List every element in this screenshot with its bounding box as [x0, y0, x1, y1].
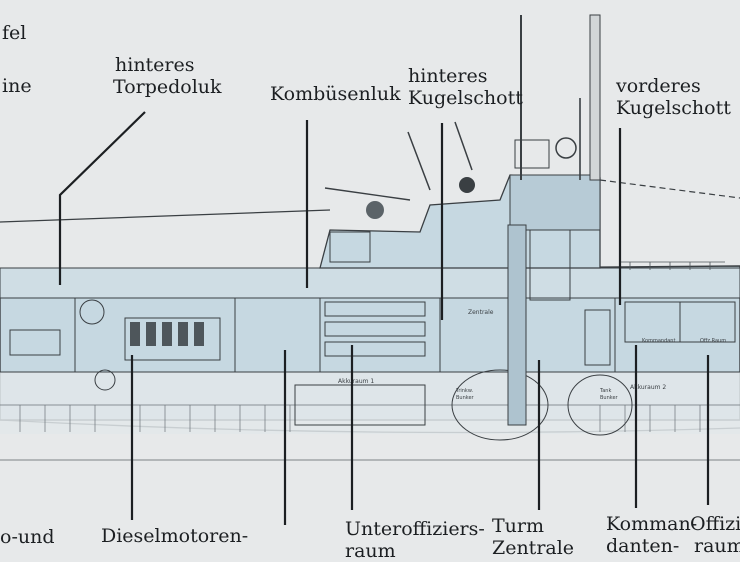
mast-box [514, 139, 550, 169]
kommandant-small-text: Kommandant [642, 338, 675, 344]
aft-gun-mount [366, 201, 384, 219]
label-top-left-1: fel [2, 22, 27, 44]
trinkwasser-text-1: Trinkw. [455, 388, 473, 394]
label-vorderes-kugelschott: vorderes Kugelschott [616, 75, 731, 119]
flak-barrel-2 [454, 121, 473, 171]
label-kommandantenraum: Komman- danten- [606, 513, 698, 557]
zentrale-small-text: Zentrale [468, 309, 494, 316]
frame-ribs [19, 405, 701, 432]
label-dieselmotoren: Dieselmotoren- [101, 525, 249, 547]
label-turm-zentrale: Turm Zentrale [492, 515, 575, 559]
periscope-sky [589, 14, 601, 181]
akkuraum-1-text: Akkuraum 1 [338, 378, 374, 385]
leader-lines [58, 111, 710, 525]
diesel-cylinders [130, 322, 204, 346]
flak-mount [459, 177, 475, 193]
leader-hinteres-torpedoluk [58, 111, 146, 285]
aft-gun-barrel [324, 187, 411, 201]
internal-structure [9, 224, 736, 441]
tank-text-1: Tank [599, 388, 611, 394]
label-top-left-2: ine [2, 75, 32, 97]
offz-small-text: Offz.Raum [700, 338, 726, 344]
label-offiziersraum: Offizi raum [690, 513, 740, 557]
label-hinteres-torpedoluk: hinteres Torpedoluk [113, 54, 222, 98]
direction-finder [555, 137, 577, 159]
jumping-wire [0, 209, 331, 223]
label-bottom-left: o-und [0, 526, 55, 548]
label-kombuesenluk: Kombüsenluk [270, 83, 401, 105]
lower-hull-tanks [0, 372, 740, 434]
tank-text-2: Bunker [600, 395, 619, 401]
deck-railing [620, 261, 725, 270]
flak-barrel-1 [407, 131, 431, 191]
jumping-wire-forward [599, 179, 740, 199]
akkuraum-2-text: Akkuraum 2 [630, 384, 666, 391]
bridge [509, 174, 601, 231]
label-hinteres-kugelschott: hinteres Kugelschott [408, 65, 523, 109]
label-unteroffiziersraum: Unteroffiziers- raum [345, 518, 485, 562]
deck-casing [0, 267, 740, 299]
trinkwasser-text-2: Bunker [456, 395, 475, 401]
